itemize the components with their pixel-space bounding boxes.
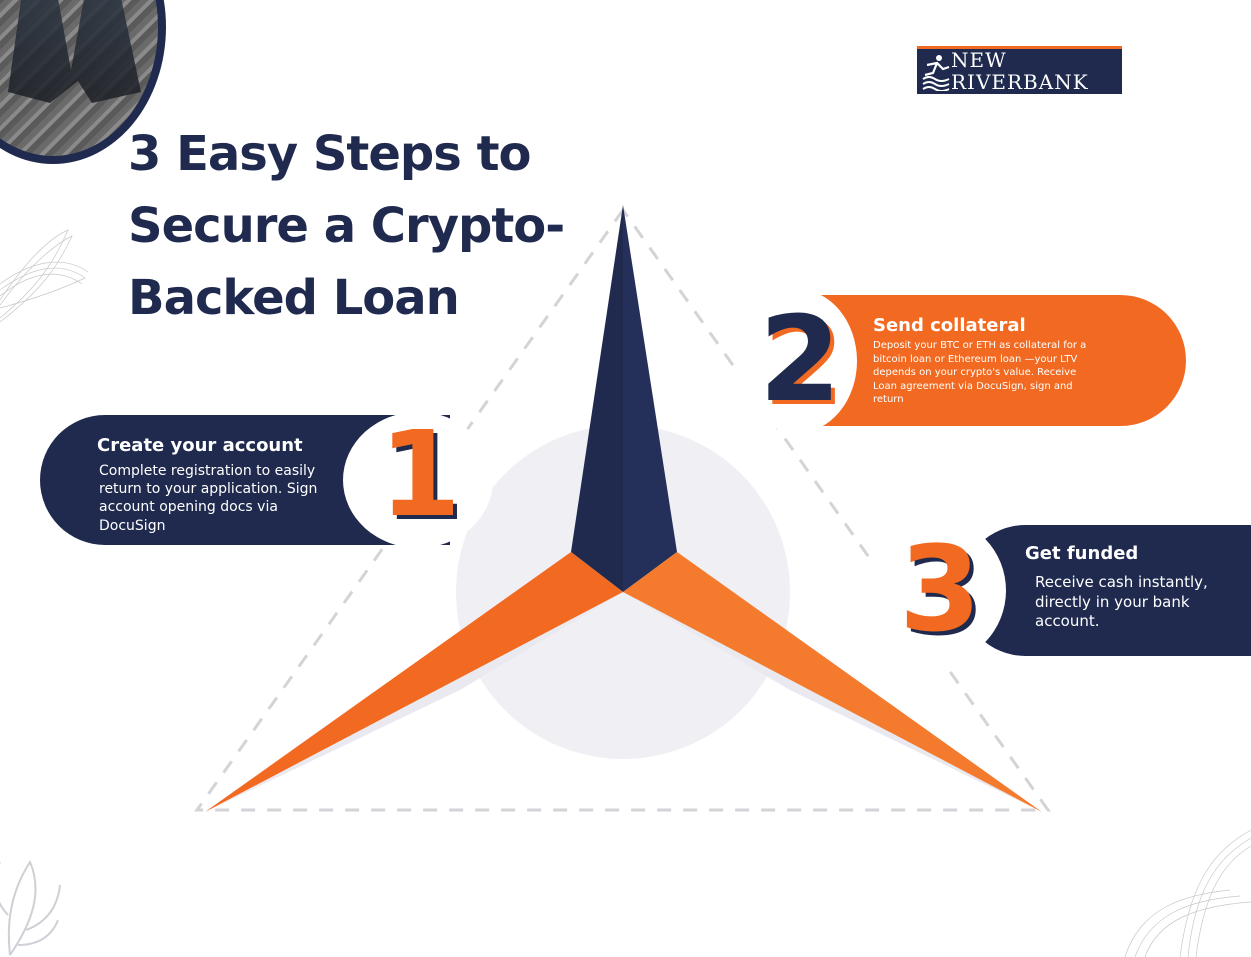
logo-text-riverbank: RIVERBANK: [951, 70, 1089, 94]
star-arm-left: [205, 552, 623, 812]
step-1-title: Create your account: [97, 435, 303, 456]
decorative-leaf-icon: [0, 859, 61, 956]
step-2-number: 2: [758, 290, 842, 428]
step-1-number-badge: [343, 412, 493, 548]
photo-figures: [8, 0, 141, 103]
decorative-swoosh-right: [1124, 829, 1251, 957]
step-1-number: 1: [378, 405, 462, 543]
step-2-card: Send collateral Deposit your BTC or ETH …: [800, 295, 1186, 426]
step-1-description: Complete registration to easily return t…: [99, 463, 318, 534]
star-arm-right: [623, 552, 1042, 812]
step-3-number-badge: [866, 518, 1006, 663]
step-2-description: Deposit your BTC or ETH as collateral fo…: [873, 340, 1087, 405]
step-3-description: Receive cash instantly, directly in your…: [1035, 573, 1208, 630]
step-3-title: Get funded: [1025, 543, 1139, 564]
page-title: 3 Easy Steps to Secure a Crypto-Backed L…: [128, 126, 565, 326]
star-arm-top-left: [571, 205, 623, 592]
logo-text-new: NEW: [951, 48, 1007, 72]
step-3-number: 3: [898, 520, 982, 658]
step-2-number-badge: [737, 289, 857, 433]
runner-waves-icon: [922, 55, 950, 91]
step-2-title: Send collateral: [873, 315, 1026, 336]
brand-logo: NEW RIVERBANK: [917, 46, 1122, 94]
step-3-card: Get funded Receive cash instantly, direc…: [960, 525, 1251, 656]
decorative-swoosh-left: [0, 229, 89, 323]
star-arm-top-right: [623, 205, 677, 592]
